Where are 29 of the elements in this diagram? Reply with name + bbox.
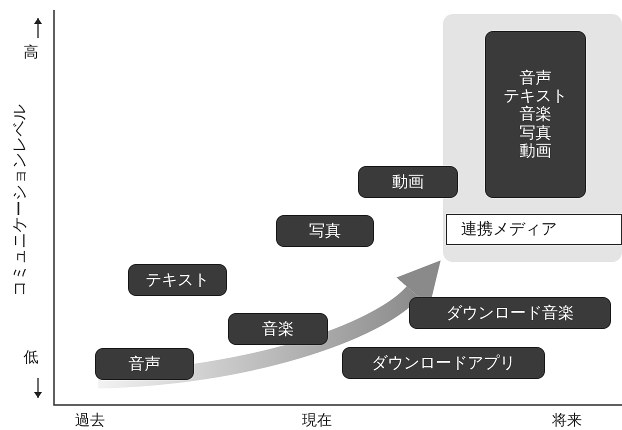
media-box	[129, 265, 226, 295]
box-label: ダウンロード音楽	[446, 304, 574, 322]
box-label: 連携メディア	[461, 219, 557, 240]
media-box	[359, 167, 457, 197]
label-box	[446, 214, 622, 245]
box-label: 動画	[392, 172, 424, 192]
box-label: テキスト	[504, 86, 568, 106]
box-label: 音楽	[520, 105, 552, 124]
axis-label: 低	[24, 348, 38, 366]
box-label: 音楽	[262, 320, 294, 338]
box-label: 音声	[520, 68, 552, 87]
axis-label: 現在	[302, 410, 332, 430]
media-box	[277, 216, 373, 246]
media-box	[229, 314, 327, 344]
box-label: 動画	[520, 142, 552, 160]
grouping-panel	[443, 14, 622, 262]
media-box	[486, 32, 585, 197]
axis-label: 将来	[552, 410, 582, 430]
box-label: 写真	[309, 222, 341, 240]
box-label: ダウンロードアプリ	[372, 354, 516, 372]
box-label: 音声	[128, 354, 160, 374]
axis-label: 過去	[75, 410, 105, 430]
media-box	[343, 348, 544, 378]
axis-label: 高	[24, 42, 38, 62]
box-label: テキスト	[146, 270, 210, 290]
media-box	[96, 349, 193, 379]
media-box	[410, 298, 610, 328]
box-label: 写真	[520, 124, 552, 142]
axis-title: コミュニケーションレベル	[10, 104, 30, 296]
